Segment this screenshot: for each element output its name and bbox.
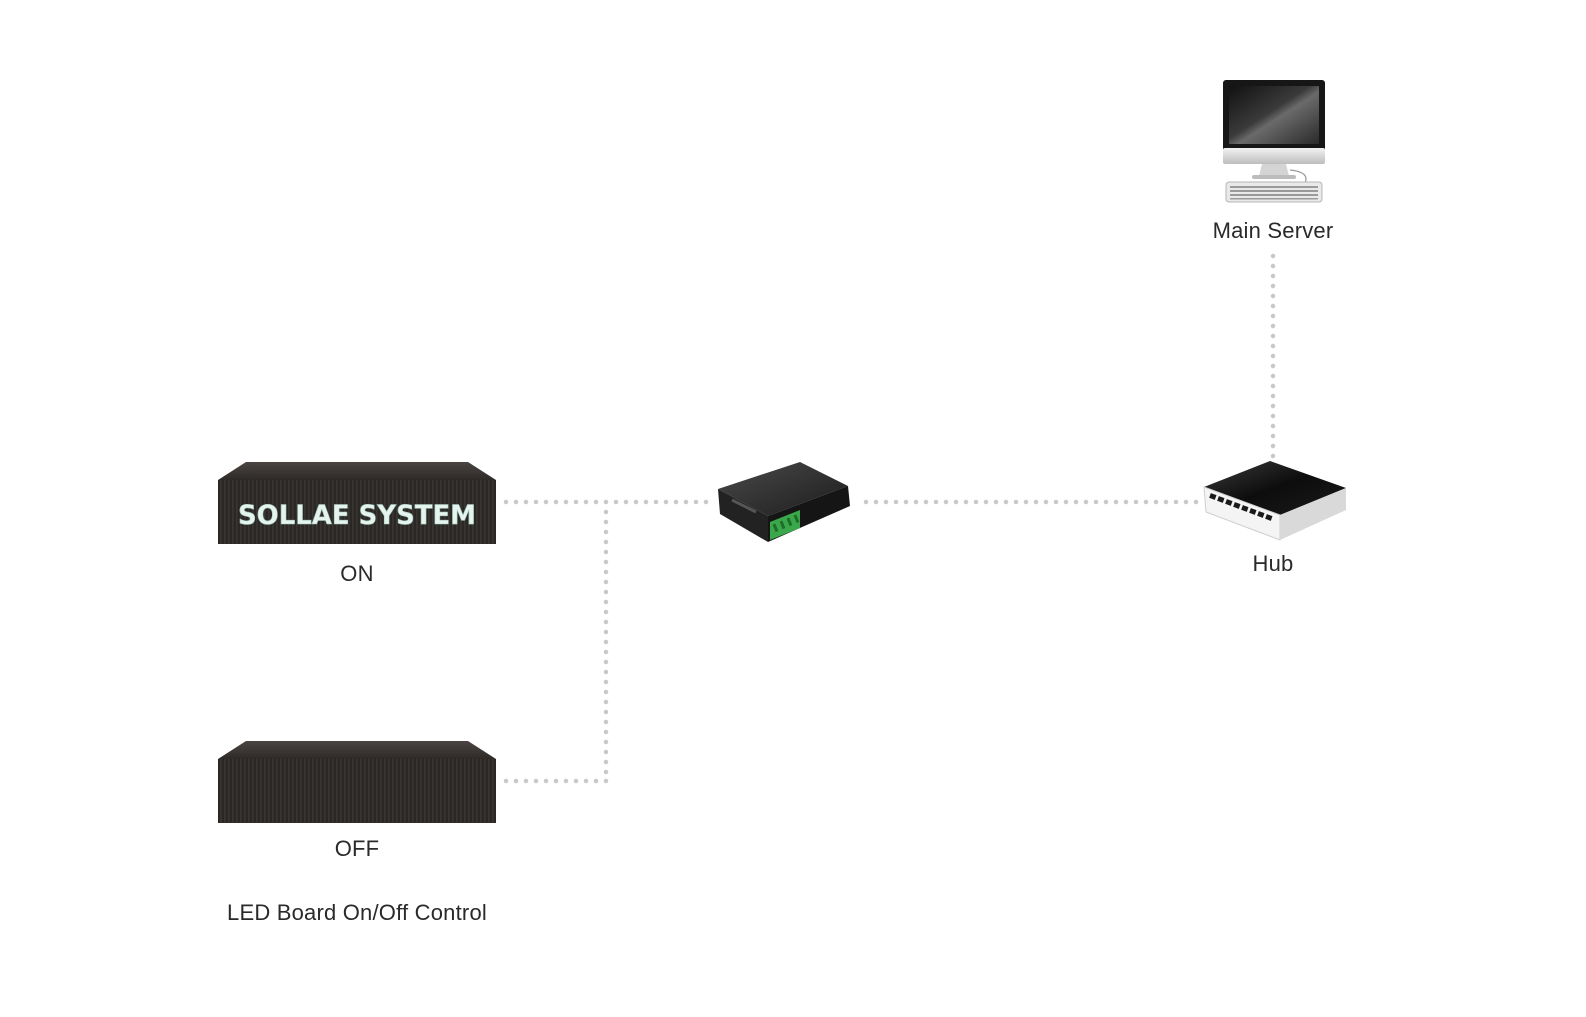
connector-lines bbox=[500, 253, 1276, 784]
led-display-text: SOLLAE SYSTEM bbox=[238, 500, 476, 531]
network-hub-icon bbox=[1203, 461, 1346, 541]
led-board-off bbox=[218, 741, 496, 823]
hub-label: Hub bbox=[1252, 551, 1294, 576]
led-board-on: SOLLAE SYSTEM bbox=[218, 462, 496, 544]
led-board-on-label: ON bbox=[340, 561, 374, 586]
led-board-off-label: OFF bbox=[334, 836, 380, 861]
diagram-caption: LED Board On/Off Control bbox=[227, 900, 487, 925]
serial-ethernet-converter-icon bbox=[718, 462, 850, 542]
desktop-computer-icon bbox=[1223, 80, 1325, 203]
main-server-label: Main Server bbox=[1212, 218, 1334, 243]
